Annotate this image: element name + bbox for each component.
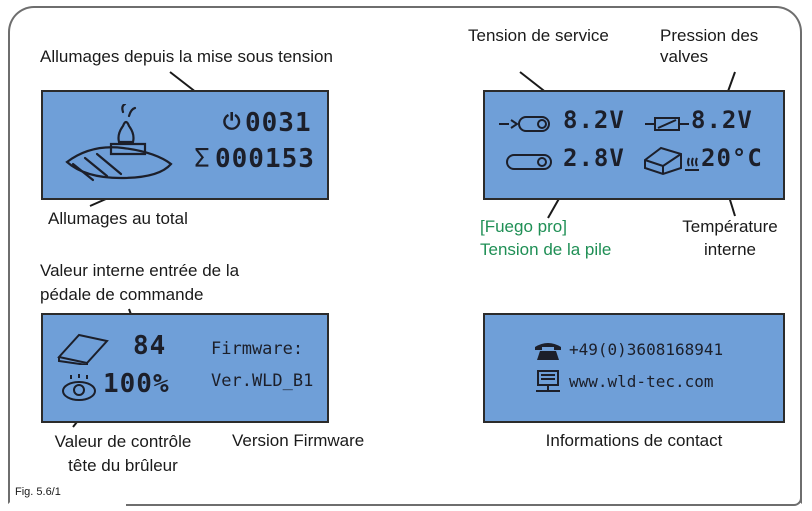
- caption-firmware-version: Version Firmware: [232, 431, 365, 450]
- since-power-on-count: 0031: [245, 108, 312, 138]
- sum-symbol: Σ: [194, 144, 211, 174]
- telephone-icon: [535, 343, 561, 360]
- valve-voltage-value: 8.2V: [691, 106, 753, 134]
- battery-voltage-value: 2.8V: [563, 144, 625, 172]
- computer-icon: [536, 370, 560, 392]
- valve-icon: [645, 117, 689, 131]
- control-value: 100%: [103, 369, 170, 399]
- burner-head-icon: [62, 374, 96, 401]
- lcd-contact: +49(0)3608168941 www.wld-tec.com: [483, 313, 785, 423]
- temperature-value: 20°C: [701, 144, 763, 172]
- lcd-pedal-firmware: 84 100% Firmware: Ver.WLD_B1: [41, 313, 329, 423]
- power-symbol: ⏻: [223, 110, 242, 135]
- figure-frame: [8, 6, 802, 504]
- lcd-ignition-counter: ⏻ 0031 Σ 000153: [41, 90, 329, 200]
- pedal-icon: [57, 333, 109, 365]
- service-voltage-value: 8.2V: [563, 106, 625, 134]
- pedal-value: 84: [133, 331, 167, 361]
- battery-icon: [506, 154, 552, 170]
- caption-total-ignitions: Allumages au total: [48, 209, 188, 228]
- firmware-label: Firmware:: [211, 339, 304, 359]
- caption-ignitions-since-power-on: Allumages depuis la mise sous tension: [40, 47, 333, 66]
- device-temperature-icon: [644, 146, 699, 176]
- website: www.wld-tec.com: [569, 372, 714, 391]
- lcd-voltages: 8.2V 8.2V 2.8V 20°C: [483, 90, 785, 200]
- caption-contact-information: Informations de contact: [545, 431, 723, 450]
- caption-burner-head-control: Valeur de contrôle tête du brûleur: [54, 432, 192, 475]
- phone-number: +49(0)3608168941: [569, 340, 724, 359]
- caption-valve-pressure: Pression des valves: [660, 26, 759, 66]
- plug-icon: [499, 116, 550, 132]
- caption-pedal-input: Valeur interne entrée de la pédale de co…: [40, 261, 240, 304]
- total-ignitions-count: 000153: [215, 144, 315, 174]
- caption-battery-voltage: [Fuego pro] Tension de la pile: [480, 217, 612, 259]
- caption-service-voltage: Tension de service: [468, 26, 609, 45]
- firmware-version: Ver.WLD_B1: [211, 371, 314, 391]
- figure-label: Fig. 5.6/1: [15, 486, 61, 498]
- burner-illustration-icon: [65, 104, 173, 182]
- caption-internal-temperature: Température interne: [682, 217, 778, 259]
